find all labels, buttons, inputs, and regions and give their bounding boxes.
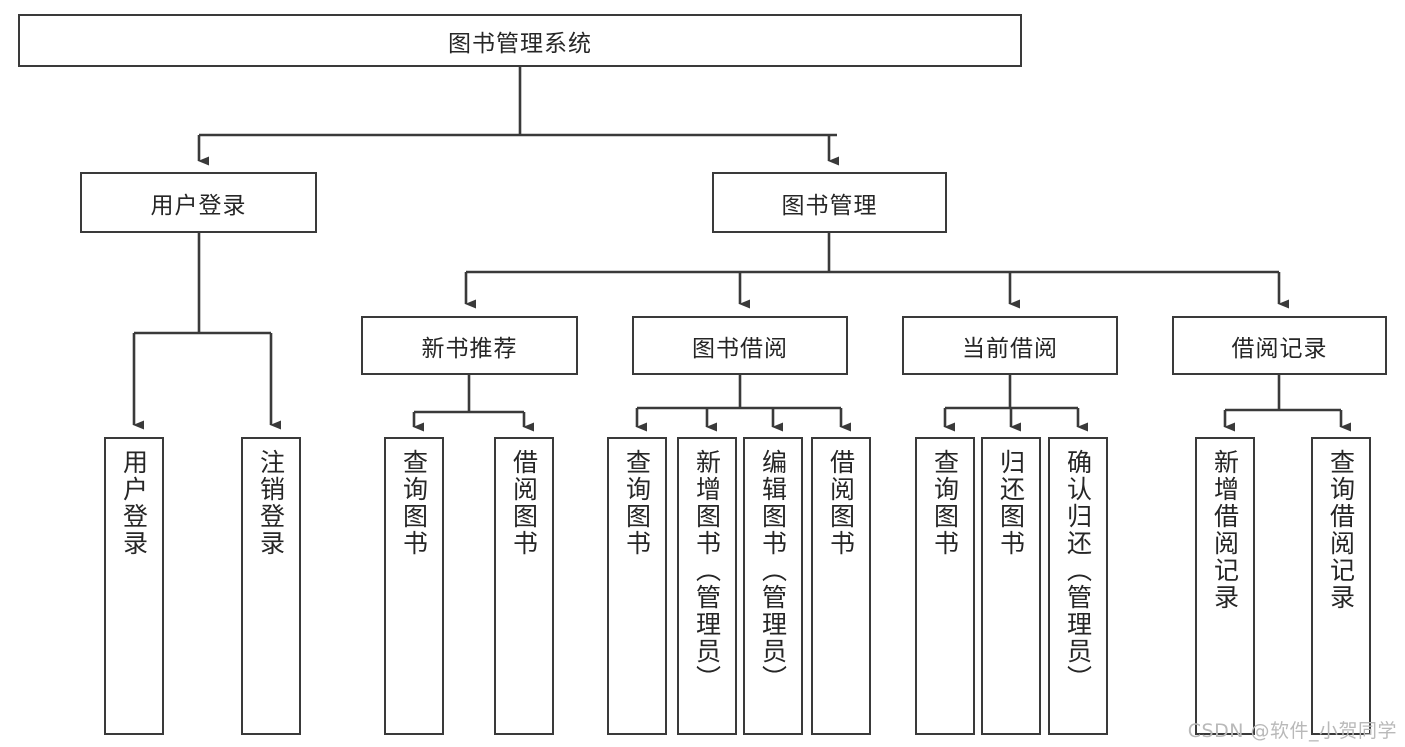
leaf-book-borrow-add-book-admin[interactable]: 新增图书（管理员） (677, 437, 737, 735)
node-label: 借阅记录 (1231, 335, 1328, 362)
node-label: 图书借阅 (692, 335, 788, 362)
leaf-label: 查询图书 (930, 449, 960, 557)
node-book-borrow[interactable]: 图书借阅 (632, 316, 848, 375)
leaf-label: 编辑图书（管理员） (758, 449, 788, 692)
node-label: 图书管理系统 (448, 30, 592, 57)
leaf-label: 新增借阅记录 (1210, 449, 1240, 611)
leaf-book-borrow-borrow-book[interactable]: 借阅图书 (811, 437, 871, 735)
leaf-current-borrow-return-book[interactable]: 归还图书 (981, 437, 1041, 735)
node-label: 新书推荐 (421, 335, 518, 362)
leaf-label: 归还图书 (996, 449, 1026, 557)
leaf-current-borrow-query-book[interactable]: 查询图书 (915, 437, 975, 735)
leaf-book-borrow-query-book[interactable]: 查询图书 (607, 437, 667, 735)
leaf-current-borrow-confirm-return-admin[interactable]: 确认归还（管理员） (1048, 437, 1108, 735)
node-label: 图书管理 (781, 192, 878, 219)
node-borrow-record[interactable]: 借阅记录 (1172, 316, 1387, 375)
node-user-login[interactable]: 用户登录 (80, 172, 317, 233)
leaf-label: 借阅图书 (826, 449, 856, 557)
leaf-label: 查询图书 (399, 449, 429, 557)
node-label: 当前借阅 (962, 335, 1058, 362)
leaf-label: 新增图书（管理员） (692, 449, 722, 692)
leaf-user-login-logout[interactable]: 注销登录 (241, 437, 301, 735)
leaf-new-book-query-book[interactable]: 查询图书 (384, 437, 444, 735)
leaf-new-book-borrow-book[interactable]: 借阅图书 (494, 437, 554, 735)
leaf-user-login-login[interactable]: 用户登录 (104, 437, 164, 735)
leaf-book-borrow-edit-book-admin[interactable]: 编辑图书（管理员） (743, 437, 803, 735)
leaf-label: 查询借阅记录 (1326, 449, 1356, 611)
leaf-label: 确认归还（管理员） (1063, 449, 1093, 692)
leaf-borrow-record-query-record[interactable]: 查询借阅记录 (1311, 437, 1371, 735)
leaf-label: 查询图书 (622, 449, 652, 557)
node-label: 用户登录 (150, 192, 247, 219)
node-new-book-recommend[interactable]: 新书推荐 (361, 316, 578, 375)
leaf-label: 借阅图书 (509, 449, 539, 557)
watermark-text: CSDN @软件_小贺同学 (1187, 720, 1397, 742)
leaf-borrow-record-add-record[interactable]: 新增借阅记录 (1195, 437, 1255, 735)
node-root-book-management-system[interactable]: 图书管理系统 (18, 14, 1022, 67)
node-current-borrow[interactable]: 当前借阅 (902, 316, 1118, 375)
leaf-label: 用户登录 (119, 449, 149, 557)
leaf-label: 注销登录 (256, 449, 286, 557)
node-book-management[interactable]: 图书管理 (712, 172, 947, 233)
